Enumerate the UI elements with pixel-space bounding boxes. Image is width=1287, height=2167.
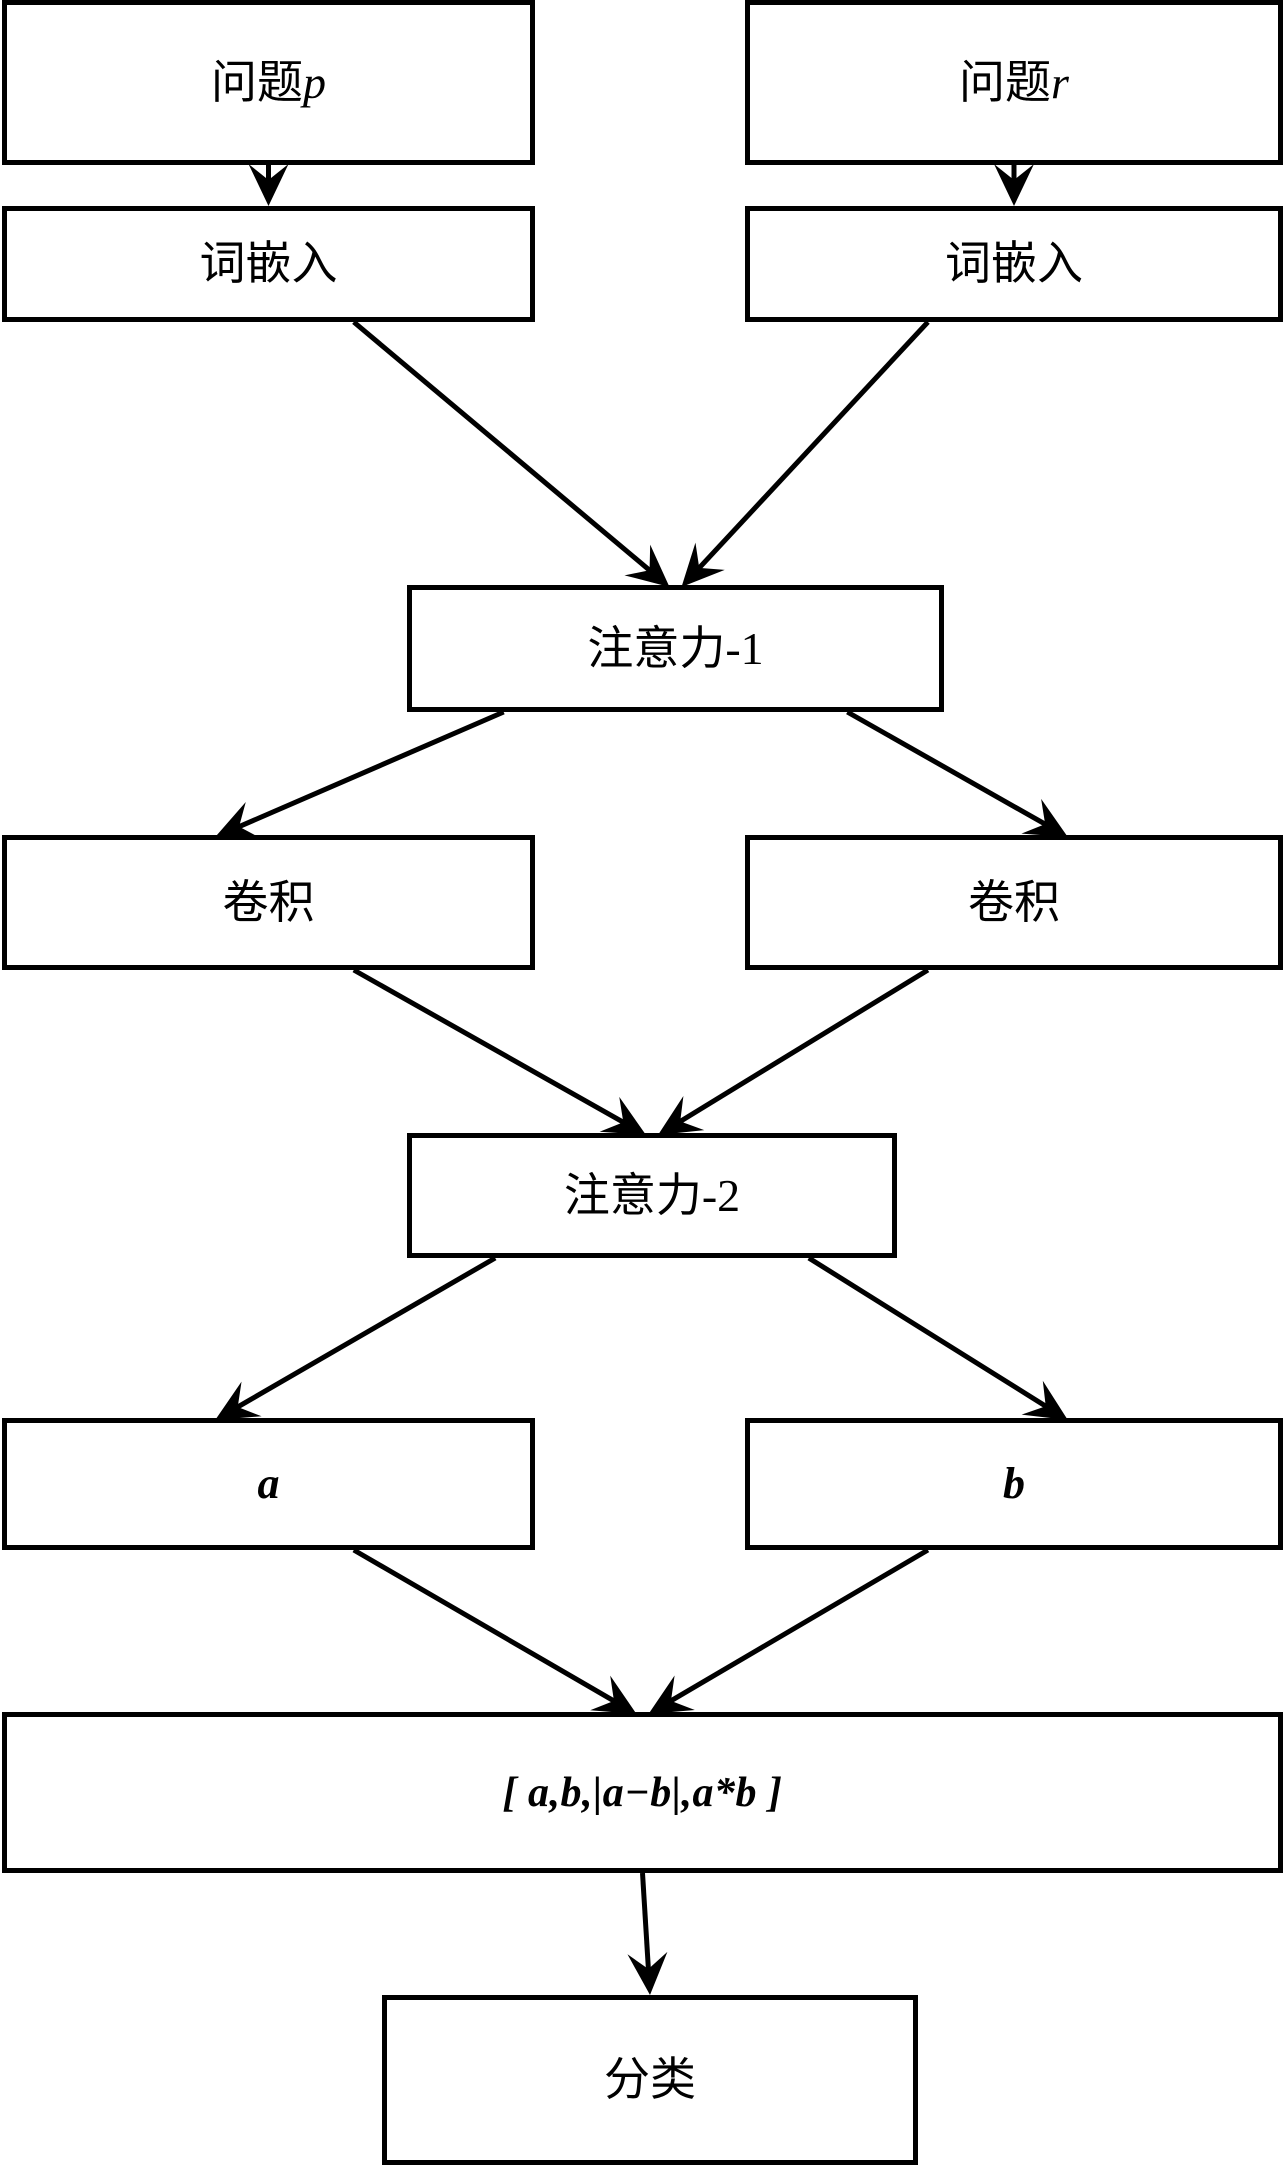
edge-line xyxy=(352,1547,618,1705)
node-label-word-embedding-right: 词嵌入 xyxy=(945,238,1083,289)
node-attention-1: 注意力-1 xyxy=(407,585,944,712)
edge-line xyxy=(235,709,505,831)
arrowhead xyxy=(215,1381,262,1420)
edge-line xyxy=(807,1255,1050,1410)
node-attention-2: 注意力-2 xyxy=(407,1133,897,1258)
node-question-p: 问题p xyxy=(2,0,535,165)
arrowhead xyxy=(248,164,289,206)
arrowhead xyxy=(624,544,670,587)
node-word-embedding-right: 词嵌入 xyxy=(745,206,1283,322)
node-label-word-embedding-left: 词嵌入 xyxy=(199,238,338,289)
node-label-question-p: 问题p xyxy=(211,56,326,108)
arrowhead xyxy=(590,1675,637,1714)
node-convolution-left: 卷积 xyxy=(2,835,535,970)
edge-line xyxy=(233,1255,497,1411)
node-label-vector-b: b xyxy=(1003,1459,1025,1508)
node-vector-a: a xyxy=(2,1418,535,1550)
edge-line xyxy=(846,709,1049,828)
node-classifier: 分类 xyxy=(382,1995,918,2165)
arrowhead xyxy=(1021,798,1068,837)
node-convolution-right: 卷积 xyxy=(745,835,1283,970)
arrowhead xyxy=(994,164,1034,206)
edge-line xyxy=(667,1547,930,1705)
node-label-question-r: 问题r xyxy=(959,56,1069,108)
arrowhead xyxy=(648,1675,695,1714)
node-concat-vector: [ a,b,|a−b|,a*b ] xyxy=(2,1712,1283,1873)
node-label-attention-2: 注意力-2 xyxy=(563,1169,741,1221)
arrowhead xyxy=(681,542,725,587)
node-label-convolution-left: 卷积 xyxy=(222,876,315,928)
node-vector-b: b xyxy=(745,1418,1283,1550)
node-label-vector-a: a xyxy=(257,1459,280,1508)
arrowhead xyxy=(599,1096,646,1135)
node-label-attention-1: 注意力-1 xyxy=(587,622,764,674)
node-label-classifier: 分类 xyxy=(604,2054,696,2105)
edge-line xyxy=(352,320,654,575)
node-label-concat-vector: [ a,b,|a−b|,a*b ] xyxy=(502,1769,783,1816)
node-question-r: 问题r xyxy=(745,0,1283,165)
arrowhead xyxy=(215,801,262,839)
arrowhead xyxy=(1021,1380,1068,1420)
edge-line xyxy=(352,967,628,1126)
node-word-embedding-left: 词嵌入 xyxy=(2,206,535,322)
edge-line xyxy=(640,1872,652,1973)
edge-line xyxy=(695,320,930,572)
arrowhead xyxy=(627,1951,668,1995)
edge-line xyxy=(676,967,930,1126)
arrowhead xyxy=(658,1096,705,1135)
node-label-convolution-right: 卷积 xyxy=(968,876,1060,928)
